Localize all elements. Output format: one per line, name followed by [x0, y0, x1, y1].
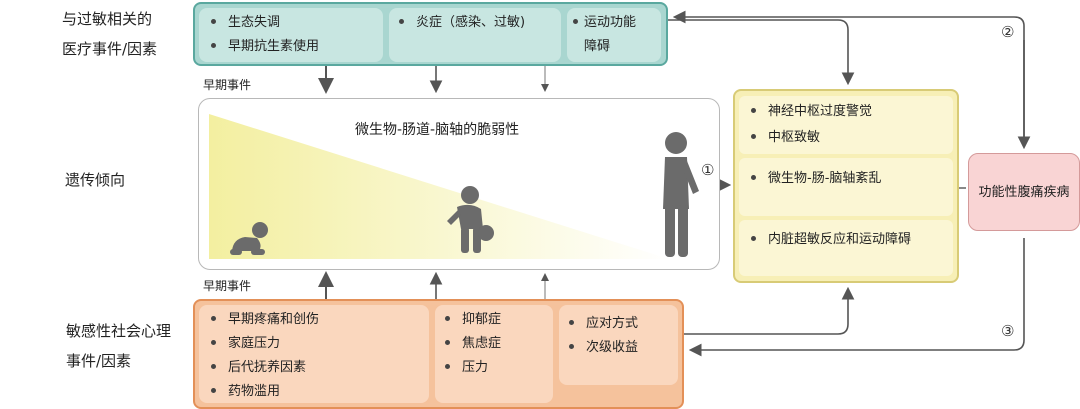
side-label-genetic: 遗传倾向: [65, 171, 126, 189]
medical-cell-3: 运动功能 障碍: [567, 8, 661, 62]
list-item: 压力: [445, 359, 488, 377]
list-item: 家庭压力: [211, 335, 280, 353]
side-label-medical-1: 与过敏相关的: [62, 10, 153, 28]
list-item: 早期疼痛和创伤: [211, 311, 319, 329]
mechanism-cell-1: 神经中枢过度警觉 中枢致敏: [739, 96, 953, 154]
psychosocial-factors-block: 早期疼痛和创伤 家庭压力 后代抚养因素 药物滥用 抑郁症 焦虑症 压力 应对方式…: [193, 299, 684, 409]
medical-cell-1: 生态失调 早期抗生素使用: [199, 8, 383, 62]
medical-cell-2: 炎症（感染、过敏): [389, 8, 561, 62]
baby-figure: [230, 222, 268, 255]
list-item: 焦虑症: [445, 335, 501, 353]
arrow-top-to-yellow: [668, 19, 855, 86]
arrow-bottom-to-yellow: [684, 286, 855, 335]
adult-figure: [663, 132, 699, 257]
list-item: 生态失调: [211, 14, 280, 32]
marker-3: ③: [1001, 322, 1015, 340]
list-item: 药物滥用: [211, 383, 280, 401]
mechanism-cell-2: 微生物-肠-脑轴紊乱: [739, 158, 953, 216]
mechanism-cell-3: 内脏超敏反应和运动障碍: [739, 220, 953, 276]
list-item-cont: 障碍: [584, 39, 611, 54]
side-label-psychosocial-2: 事件/因素: [66, 352, 132, 370]
psychosocial-cell-1: 早期疼痛和创伤 家庭压力 后代抚养因素 药物滥用: [199, 305, 429, 403]
list-item: 后代抚养因素: [211, 359, 306, 377]
list-item: 神经中枢过度警觉: [751, 103, 872, 121]
psychosocial-cell-2: 抑郁症 焦虑症 压力: [435, 305, 553, 403]
list-item: 运动功能: [573, 14, 636, 32]
psychosocial-cell-3: 应对方式 次级收益: [559, 305, 678, 385]
list-item: 早期抗生素使用: [211, 38, 319, 56]
arrow-loop-top: [672, 10, 1025, 146]
list-item: 中枢致敏: [751, 129, 820, 147]
list-item: 应对方式: [569, 315, 638, 333]
vulnerability-box: 微生物-肠道-脑轴的脆弱性: [198, 98, 720, 270]
marker-2: ②: [1001, 23, 1015, 41]
list-item: 次级收益: [569, 339, 638, 357]
medical-factors-block: 生态失调 早期抗生素使用 炎症（感染、过敏) 运动功能 障碍: [193, 2, 668, 66]
side-label-psychosocial-1: 敏感性社会心理: [66, 322, 172, 340]
early-event-top-label: 早期事件: [203, 78, 252, 92]
marker-1: ①: [701, 161, 715, 179]
list-item: 抑郁症: [445, 311, 501, 329]
list-item: 微生物-肠-脑轴紊乱: [751, 170, 881, 188]
side-label-medical-2: 医疗事件/因素: [62, 40, 158, 58]
list-item: 炎症（感染、过敏): [399, 14, 525, 32]
vulnerability-title: 微生物-肠道-脑轴的脆弱性: [355, 122, 520, 138]
outcome-box: 功能性腹痛疾病: [968, 153, 1080, 231]
arrow-loop-bottom: [688, 238, 1025, 357]
early-event-bottom-label: 早期事件: [203, 279, 252, 293]
list-item: 内脏超敏反应和运动障碍: [751, 231, 911, 249]
toddler-figure: [447, 186, 494, 253]
vulnerability-wedge: [209, 114, 699, 259]
mechanisms-block: 神经中枢过度警觉 中枢致敏 微生物-肠-脑轴紊乱 内脏超敏反应和运动障碍: [733, 89, 959, 283]
outcome-label: 功能性腹痛疾病: [978, 185, 1070, 200]
